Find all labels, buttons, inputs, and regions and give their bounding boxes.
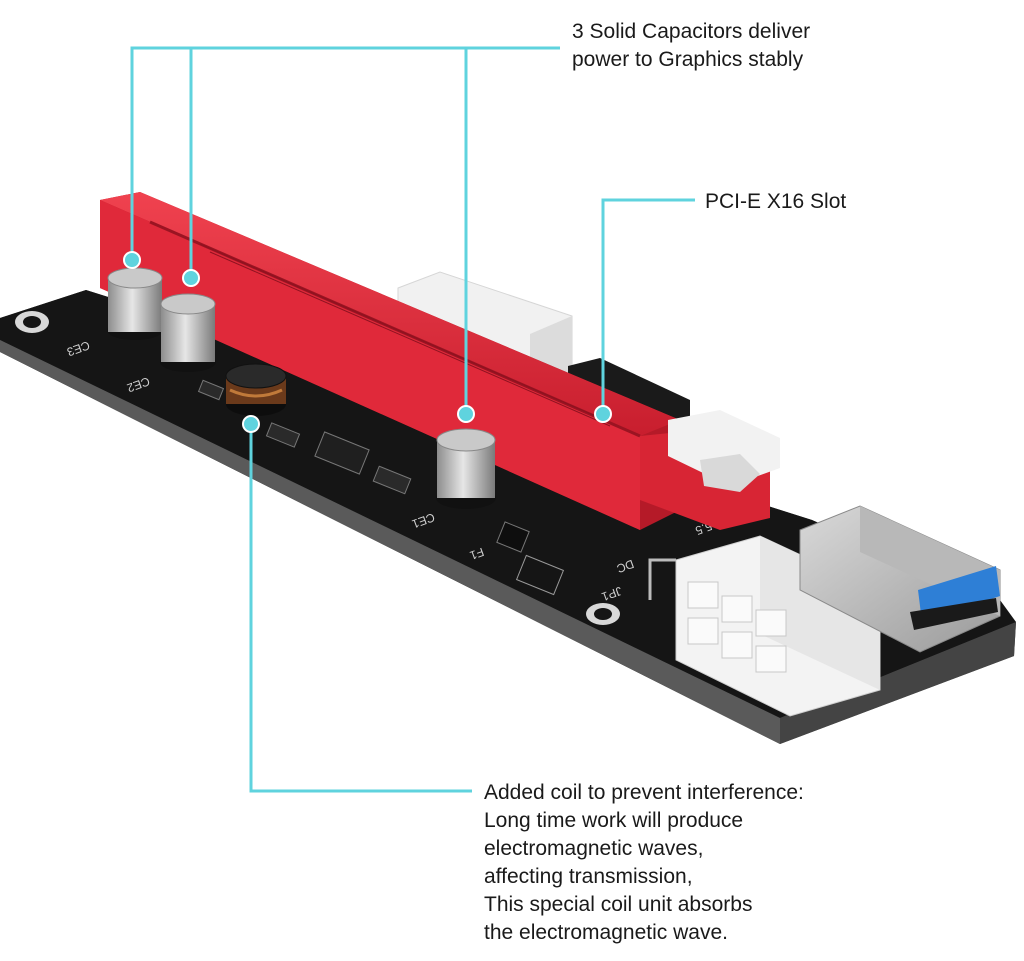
callout-line-capacitors — [130, 46, 560, 262]
callout-coil-line-3: electromagnetic waves, — [484, 837, 704, 860]
callout-dot-ce2 — [182, 269, 200, 287]
callout-capacitors-line-1: 3 Solid Capacitors deliver — [572, 20, 811, 43]
callout-slot: PCI-E X16 Slot — [705, 188, 846, 216]
capacitor-ce2 — [160, 293, 216, 372]
callout-coil-line-4: affecting transmission, — [484, 865, 693, 888]
callout-slot-label: PCI-E X16 Slot — [705, 190, 847, 213]
callout-line-coil — [249, 424, 472, 793]
callout-dot-ce3 — [123, 251, 141, 269]
callout-coil-line-6: the electromagnetic wave. — [484, 921, 728, 944]
capacitor-ce1 — [436, 428, 496, 509]
label-dc: DC — [615, 557, 636, 576]
capacitor-ce3 — [107, 267, 163, 340]
callout-dots — [123, 251, 612, 433]
callout-coil-line-1: Added coil to prevent interference: — [484, 781, 804, 804]
callout-capacitors: 3 Solid Capacitors deliver power to Grap… — [572, 18, 810, 74]
callout-coil-line-2: Long time work will produce — [484, 809, 744, 832]
callout-coil: Added coil to prevent interference: Long… — [484, 779, 804, 947]
board-components — [197, 379, 565, 596]
pcie-x16-slot — [100, 192, 780, 530]
callout-capacitors-line-2: power to Graphics stably — [572, 48, 804, 71]
callout-lines — [130, 46, 695, 793]
callout-dot-coil — [242, 415, 260, 433]
coil-inductor — [225, 363, 287, 416]
mounting-holes — [15, 311, 620, 625]
usb3-port — [799, 505, 1001, 653]
label-f1: F1 — [468, 545, 486, 563]
callout-line-slot — [601, 198, 695, 414]
label-jp1: JP1 — [599, 584, 624, 604]
callout-dot-ce1 — [457, 405, 475, 423]
callout-coil-line-5: This special coil unit absorbs — [484, 893, 753, 916]
callout-dot-slot — [594, 405, 612, 423]
